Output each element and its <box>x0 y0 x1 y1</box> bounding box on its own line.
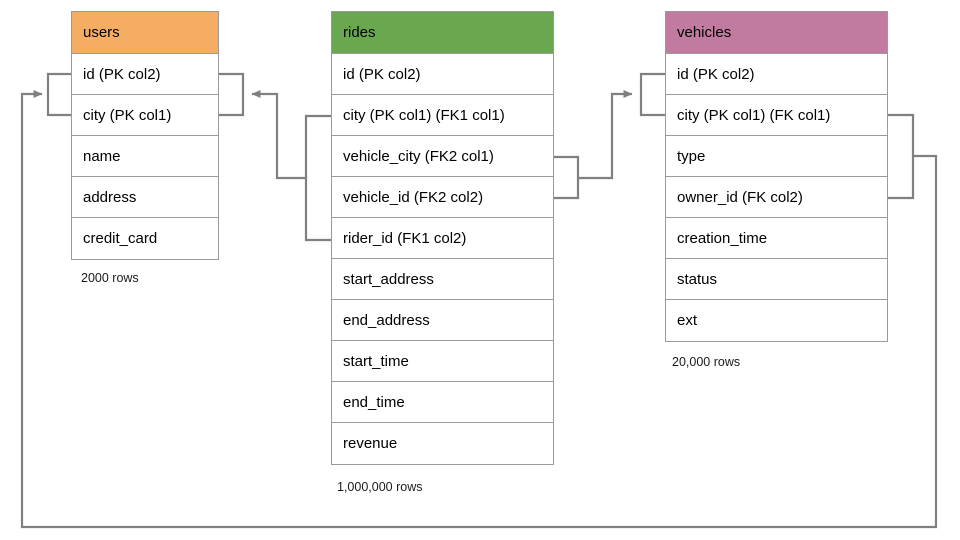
entity-rides-field-vehicle-city[interactable]: vehicle_city (FK2 col1) <box>332 136 553 177</box>
entity-users-field-address[interactable]: address <box>72 177 218 218</box>
entity-rides-field-rider-id[interactable]: rider_id (FK1 col2) <box>332 218 553 259</box>
edge-rides-to-users <box>251 90 306 180</box>
entity-rides-field-vehicle-id[interactable]: vehicle_id (FK2 col2) <box>332 177 553 218</box>
entity-users-row-count: 2000 rows <box>81 271 139 285</box>
edge-rides-right-bracket <box>554 155 580 200</box>
entity-rides-field-start-address[interactable]: start_address <box>332 259 553 300</box>
entity-users-field-name[interactable]: name <box>72 136 218 177</box>
entity-vehicles-field-owner-id[interactable]: owner_id (FK col2) <box>666 177 887 218</box>
entity-users-header: users <box>72 12 218 54</box>
entity-rides-header: rides <box>332 12 553 54</box>
entity-rides-field-end-time[interactable]: end_time <box>332 382 553 423</box>
entity-users-field-credit-card[interactable]: credit_card <box>72 218 218 259</box>
entity-rides-field-start-time[interactable]: start_time <box>332 341 553 382</box>
entity-vehicles[interactable]: vehicles id (PK col2) city (PK col1) (FK… <box>665 11 888 342</box>
edge-users-right-bracket <box>219 72 245 117</box>
entity-users[interactable]: users id (PK col2) city (PK col1) name a… <box>71 11 219 260</box>
entity-rides-field-end-address[interactable]: end_address <box>332 300 553 341</box>
entity-rides-field-id[interactable]: id (PK col2) <box>332 54 553 95</box>
entity-vehicles-field-city[interactable]: city (PK col1) (FK col1) <box>666 95 887 136</box>
edge-rides-left-bracket <box>304 114 331 242</box>
entity-vehicles-field-status[interactable]: status <box>666 259 887 300</box>
entity-rides-row-count: 1,000,000 rows <box>337 480 423 494</box>
entity-vehicles-field-type[interactable]: type <box>666 136 887 177</box>
entity-vehicles-field-ext[interactable]: ext <box>666 300 887 341</box>
entity-rides[interactable]: rides id (PK col2) city (PK col1) (FK1 c… <box>331 11 554 465</box>
entity-rides-field-city[interactable]: city (PK col1) (FK1 col1) <box>332 95 553 136</box>
edge-vehicles-left-bracket <box>639 72 665 117</box>
edge-rides-to-vehicles <box>578 90 633 180</box>
entity-vehicles-field-creation-time[interactable]: creation_time <box>666 218 887 259</box>
entity-vehicles-row-count: 20,000 rows <box>672 355 741 369</box>
edge-vehicles-right-bracket <box>888 113 915 200</box>
entity-users-field-city[interactable]: city (PK col1) <box>72 95 218 136</box>
entity-vehicles-field-id[interactable]: id (PK col2) <box>666 54 887 95</box>
entity-rides-field-revenue[interactable]: revenue <box>332 423 553 464</box>
edge-users-left-bracket <box>46 72 71 117</box>
entity-vehicles-header: vehicles <box>666 12 887 54</box>
entity-users-field-id[interactable]: id (PK col2) <box>72 54 218 95</box>
